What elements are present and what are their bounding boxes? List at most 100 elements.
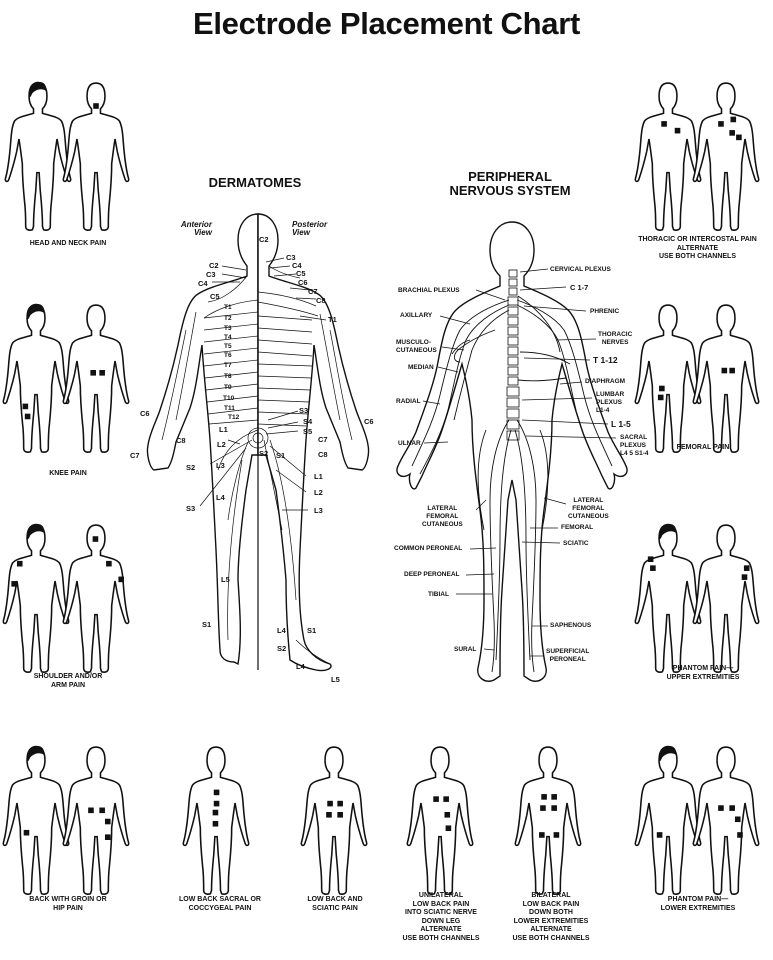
caption-line: LOWER EXTREMITIES xyxy=(513,917,589,925)
figure-thoracic-front xyxy=(634,82,702,231)
derm-l3-ant: L3 xyxy=(216,461,225,470)
figure-groin-back xyxy=(62,746,130,895)
figure-sciatic-back xyxy=(300,746,368,895)
derm-t7: T7 xyxy=(224,362,232,369)
figure-unilateral-back xyxy=(406,746,474,895)
figure-femoral-front xyxy=(634,304,702,453)
derm-c7-ant: C7 xyxy=(130,451,140,460)
caption-line: HIP PAIN xyxy=(53,904,83,912)
caption-line: INTO SCIATIC NERVE xyxy=(405,909,477,916)
electrode-pad xyxy=(104,818,111,825)
derm-c7-post: C7 xyxy=(308,287,318,296)
electrode-pad xyxy=(213,800,220,807)
electrode-pad xyxy=(650,565,656,571)
figure-phantom-upper-back xyxy=(692,524,760,673)
derm-t2: T2 xyxy=(224,315,232,322)
derm-t5: T5 xyxy=(224,343,232,350)
figure-thoracic-back xyxy=(692,82,760,231)
derm-l4-ant: L4 xyxy=(216,493,225,502)
caption-knee: KNEE PAIN xyxy=(5,470,131,479)
electrode-pad xyxy=(104,834,111,840)
pns-musculocutaneous: MUSCULO-CUTANEOUS xyxy=(396,339,437,354)
figure-bilateral-back xyxy=(514,746,582,895)
electrode-pad xyxy=(433,796,439,802)
electrode-pad xyxy=(16,560,23,567)
electrode-pad xyxy=(212,809,219,816)
derm-l3-post: L3 xyxy=(314,506,323,515)
pns-saphenous: SAPHENOUS xyxy=(550,622,592,629)
figure-knee-front xyxy=(2,303,70,453)
caption-line: ALTERNATE xyxy=(530,926,572,933)
dermatomes-heading: DERMATOMES xyxy=(208,175,302,190)
derm-s3-ant: S3 xyxy=(186,504,196,513)
derm-l4-post-foot: L4 xyxy=(296,662,305,671)
electrode-pad xyxy=(337,800,343,807)
electrode-pad xyxy=(99,370,105,376)
electrode-pad xyxy=(22,403,29,410)
derm-c6-ant: C6 xyxy=(140,409,150,418)
caption-line: PHANTOM PAIN— xyxy=(667,896,729,903)
caption-head-neck: HEAD AND NECK PAIN xyxy=(5,240,131,249)
derm-c5-ant: C5 xyxy=(210,292,220,301)
electrode-pad xyxy=(657,394,664,401)
caption-line: ARM PAIN xyxy=(50,681,86,689)
page-title: Electrode Placement Chart xyxy=(192,6,581,41)
caption-line: BACK WITH GROIN OR xyxy=(29,896,107,903)
electrode-pad xyxy=(729,805,735,811)
electrode-pad xyxy=(23,829,30,836)
figure-knee-back xyxy=(62,304,130,453)
derm-s1-post: S1 xyxy=(276,451,286,460)
electrode-pad xyxy=(99,807,105,814)
derm-t12: T12 xyxy=(228,414,240,421)
caption-line: SHOULDER AND/OR xyxy=(33,673,103,680)
posterior-dermatome-bands xyxy=(257,265,353,665)
electrode-pad xyxy=(11,581,17,587)
derm-l2-ant: L2 xyxy=(217,440,226,449)
caption-line: UPPER EXTREMITIES xyxy=(666,673,740,681)
pns-phrenic: PHRENIC xyxy=(590,308,620,315)
pns-tibial: TIBIAL xyxy=(428,591,449,598)
figure-femoral-back xyxy=(692,304,760,453)
derm-s4-post: S4 xyxy=(303,417,313,426)
derm-s2-post: S2 xyxy=(259,449,269,458)
electrode-pad xyxy=(730,116,737,123)
derm-s2-post-foot: S2 xyxy=(277,644,287,653)
posterior-body-outline xyxy=(257,213,370,672)
electrode-pad xyxy=(327,800,333,807)
electrode-pad xyxy=(729,130,735,136)
caption-line: THORACIC OR INTERCOSTAL PAIN xyxy=(638,236,757,243)
electrode-pad xyxy=(736,134,742,141)
caption-line: LOWER EXTREMITIES xyxy=(660,904,736,912)
derm-t11: T11 xyxy=(224,405,235,412)
electrode-pad xyxy=(743,565,750,571)
electrode-pad xyxy=(90,370,96,376)
pns-cervical-plexus: CERVICAL PLEXUS xyxy=(550,266,611,273)
electrode-pad xyxy=(106,560,112,567)
figure-phantom-upper-front xyxy=(634,523,702,673)
caption-line: LOW BACK PAIN xyxy=(412,900,470,908)
electrode-pad xyxy=(118,576,124,583)
caption-line: LOW BACK AND xyxy=(307,896,363,903)
derm-s2-ant: S2 xyxy=(186,463,196,472)
derm-t10: T10 xyxy=(223,395,235,402)
electrode-pad xyxy=(88,807,94,814)
derm-c8-ant: C8 xyxy=(176,436,186,445)
electrode-pad xyxy=(734,816,741,823)
electrode-pad xyxy=(718,121,724,127)
electrode-pad xyxy=(551,805,557,811)
derm-c7-post: C7 xyxy=(318,435,328,444)
derm-c8-post: C8 xyxy=(318,450,328,459)
derm-c3-post: C3 xyxy=(286,253,296,262)
electrode-pad xyxy=(718,805,724,811)
caption-line: LOW BACK SACRAL OR xyxy=(179,896,261,903)
electrode-pad xyxy=(741,574,748,580)
electrode-pad xyxy=(326,812,332,818)
caption-line: BILATERAL xyxy=(531,892,571,899)
caption-line: ALTERNATE xyxy=(420,926,462,933)
